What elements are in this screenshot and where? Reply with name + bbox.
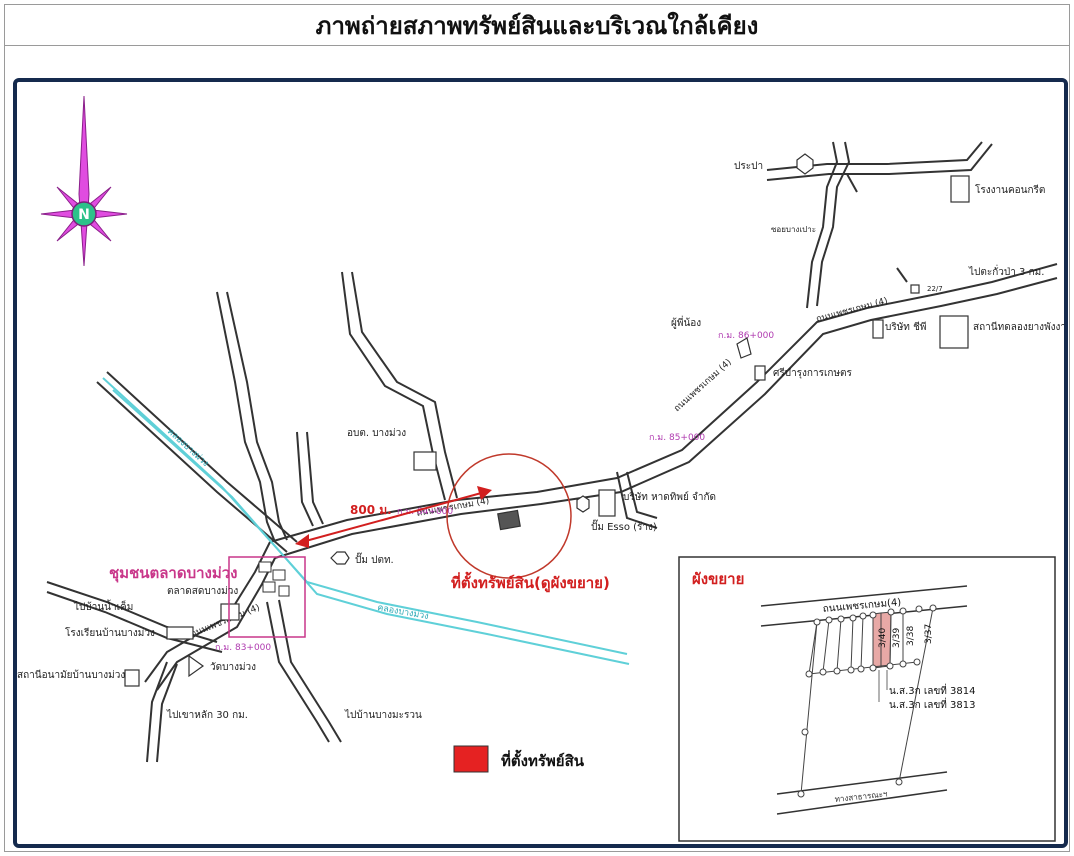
- location-map: N: [17, 95, 1064, 842]
- health-label: สถานีอนามัยบ้านบางม่วง: [17, 669, 125, 681]
- obt-label: อบต. บางม่วง: [347, 428, 406, 439]
- page-header: ภาพถ่ายสภาพทรัพย์สินและบริเวณใกล้เคียง: [4, 4, 1070, 46]
- canal-label-1: คลองบางม่วง: [165, 427, 210, 469]
- to-namkhem-label: ไปบ้านน้ำเค็ม: [73, 599, 133, 613]
- inset-title: ผังขยาย: [692, 570, 744, 588]
- community-highlight: [228, 556, 306, 638]
- inset-frame: [678, 556, 1056, 842]
- concrete-plant-icon: [950, 175, 970, 203]
- legend-label: ที่ตั้งทรัพย์สิน: [501, 749, 585, 770]
- company-shp-label: บริษัท ชีพี: [885, 321, 926, 333]
- sriburung-icon: [754, 365, 766, 381]
- ptt-label: ปั๊ม ปตท.: [355, 552, 394, 566]
- market-icon: [220, 603, 240, 621]
- plot-339-label: 3/39: [892, 628, 902, 648]
- school-label: โรงเรียนบ้านบางม่วง: [65, 626, 155, 639]
- property-block-icon: [497, 509, 521, 531]
- community-label: ชุมชนตลาดบางม่วง: [109, 564, 238, 583]
- canal: [102, 377, 630, 665]
- pupienong-icon: [736, 337, 752, 359]
- plot-337-label: 3/37: [924, 624, 934, 644]
- km-85-marker: ก.ม. 85+000: [649, 433, 705, 443]
- roads: [46, 141, 1058, 763]
- compass-rose-icon: N: [40, 95, 128, 267]
- inset-map: ผังขยาย ถนนเพชรเกษม(4) ทางสาธารณะฯ: [678, 556, 1056, 842]
- deed-3813-label: น.ส.3ก เลขที่ 3813: [889, 697, 976, 711]
- property-location-label: ที่ตั้งทรัพย์สิน(ดูผังขยาย): [451, 571, 610, 593]
- soi-bangpao-label: ซอยบางเปาะ: [771, 225, 816, 234]
- km-84-marker: ก.ม. 84+000: [397, 507, 453, 517]
- distance-arrow: [295, 486, 492, 548]
- school-icon: [166, 626, 194, 640]
- temple-icon: [188, 654, 205, 678]
- company-shp-icon: [872, 319, 884, 339]
- prachapa-label: ประปา: [734, 161, 763, 172]
- sriburung-label: ศรีบำรุงการเกษตร: [773, 367, 853, 379]
- water-supply-icon: [796, 153, 814, 175]
- km-83-marker: ก.ม. 83+000: [215, 643, 271, 653]
- concrete-plant-label: โรงงานคอนกรีต: [975, 183, 1045, 196]
- station-label: สถานีทดลองยางพังงา: [973, 321, 1064, 333]
- ptt-icon: [330, 551, 350, 565]
- to-khaolak-label: ไปเขาหลัก 30 กม.: [166, 709, 248, 721]
- canal-label-2: คลองบางม่วง: [376, 603, 429, 622]
- deed-3814-label: น.ส.3ก เลขที่ 3814: [889, 683, 976, 697]
- plot-338-label: 3/38: [906, 626, 916, 646]
- esso-icon: [576, 495, 590, 513]
- esso-label: ปั๊ม Esso (ร้าง): [591, 519, 657, 533]
- obt-icon: [413, 451, 437, 471]
- page-title: ภาพถ่ายสภาพทรัพย์สินและบริเวณใกล้เคียง: [315, 10, 759, 40]
- station-icon: [939, 315, 969, 349]
- pt-company-icon: [598, 489, 616, 517]
- pupienong-label: ผู้พี่น้อง: [671, 315, 701, 329]
- health-icon: [124, 669, 140, 687]
- landmarks: [124, 153, 970, 687]
- compass-letter: N: [78, 207, 90, 223]
- dot-code-label: 22/7: [927, 285, 943, 293]
- legend: ที่ตั้งทรัพย์สิน: [453, 745, 585, 773]
- temple-label: วัดบางม่วง: [210, 662, 256, 673]
- pt-company-label: บริษัท หาดทิพย์ จำกัด: [623, 491, 716, 503]
- dot-box-icon: [910, 284, 920, 294]
- community-buildings: [258, 561, 290, 597]
- property-circle: [446, 453, 572, 579]
- legend-swatch: [453, 745, 489, 773]
- outer-frame: [4, 46, 1070, 852]
- plot-340-label: 3/40: [878, 628, 888, 648]
- to-bangmaprao-label: ไปบ้านบางมะรวน: [344, 709, 422, 721]
- distance-label: 800 ม.: [350, 503, 392, 517]
- km-86-marker: ก.ม. 86+000: [718, 331, 774, 341]
- road-label-2: ถนนเพชรเกษม (4): [672, 357, 733, 414]
- market-label: ตลาดสดบางม่วง: [167, 586, 238, 597]
- to-takuapa-label: ไปตะกั่วป่า 3 กม.: [968, 264, 1044, 278]
- map-panel: N: [13, 78, 1068, 848]
